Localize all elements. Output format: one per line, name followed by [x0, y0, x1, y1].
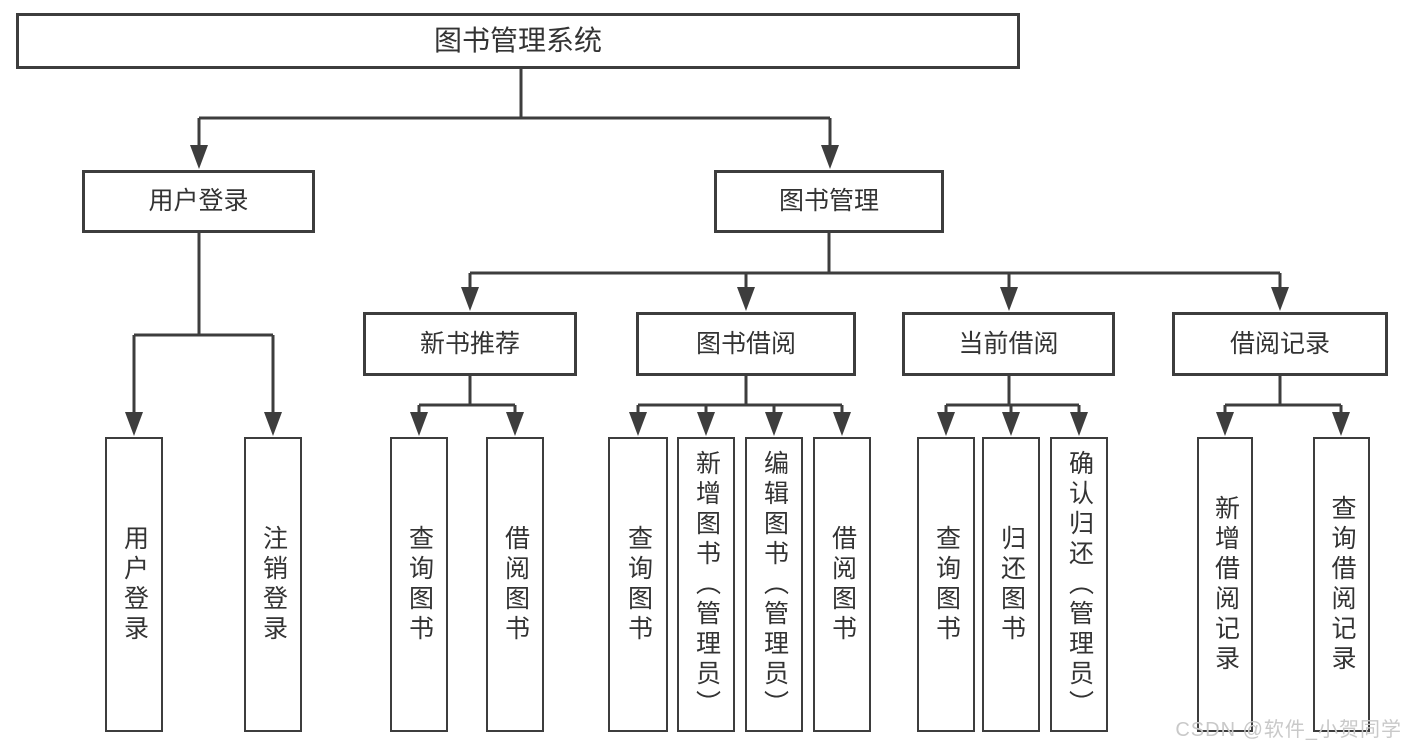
node-current-borrowing: 当前借阅 — [902, 312, 1115, 376]
connector-book-borrow-group — [629, 376, 851, 436]
connector-borrow-records-group — [1216, 376, 1350, 436]
arrowhead — [629, 412, 647, 436]
leaf-borrow-books: 借阅图书 — [813, 437, 871, 732]
arrowhead — [190, 145, 208, 169]
leaf-logout: 注销登录 — [244, 437, 302, 732]
arrowhead — [697, 412, 715, 436]
leaf-user-login: 用户登录 — [105, 437, 163, 732]
node-book-management: 图书管理 — [714, 170, 944, 233]
arrowhead — [410, 412, 428, 436]
arrowhead — [125, 412, 143, 436]
arrowhead — [1271, 287, 1289, 311]
node-new-book-recommend: 新书推荐 — [363, 312, 577, 376]
leaf-add-borrow-record: 新增借阅记录 — [1197, 437, 1253, 732]
connector-user-login-group — [125, 233, 282, 436]
leaf-query-books-current: 查询图书 — [917, 437, 975, 732]
arrowhead — [461, 287, 479, 311]
arrowhead — [1332, 412, 1350, 436]
arrowhead — [264, 412, 282, 436]
leaf-query-borrow-record: 查询借阅记录 — [1313, 437, 1370, 732]
leaf-confirm-return-admin: 确认归还（管理员） — [1050, 437, 1108, 732]
arrowhead — [737, 287, 755, 311]
leaf-query-books-borrow: 查询图书 — [608, 437, 668, 732]
connector-current-borrow-group — [937, 376, 1088, 436]
watermark-text: CSDN @软件_小贺同学 — [1175, 719, 1402, 741]
arrowhead — [821, 145, 839, 169]
arrowhead — [765, 412, 783, 436]
node-borrowing-records: 借阅记录 — [1172, 312, 1388, 376]
leaf-return-books: 归还图书 — [982, 437, 1040, 732]
arrowhead — [1070, 412, 1088, 436]
node-user-login: 用户登录 — [82, 170, 315, 233]
arrowhead — [1000, 287, 1018, 311]
leaf-edit-books-admin: 编辑图书（管理员） — [745, 437, 803, 732]
node-library-system: 图书管理系统 — [16, 13, 1020, 69]
arrowhead — [833, 412, 851, 436]
leaf-query-books-rec: 查询图书 — [390, 437, 448, 732]
connector-root-to-level2 — [190, 69, 839, 169]
leaf-add-books-admin: 新增图书（管理员） — [677, 437, 735, 732]
connector-new-book-group — [410, 376, 524, 436]
node-book-borrowing: 图书借阅 — [636, 312, 856, 376]
leaf-borrow-books-rec: 借阅图书 — [486, 437, 544, 732]
arrowhead — [1216, 412, 1234, 436]
arrowhead — [506, 412, 524, 436]
arrowhead — [937, 412, 955, 436]
arrowhead — [1002, 412, 1020, 436]
connector-book-mgmt-to-groups — [461, 233, 1289, 311]
